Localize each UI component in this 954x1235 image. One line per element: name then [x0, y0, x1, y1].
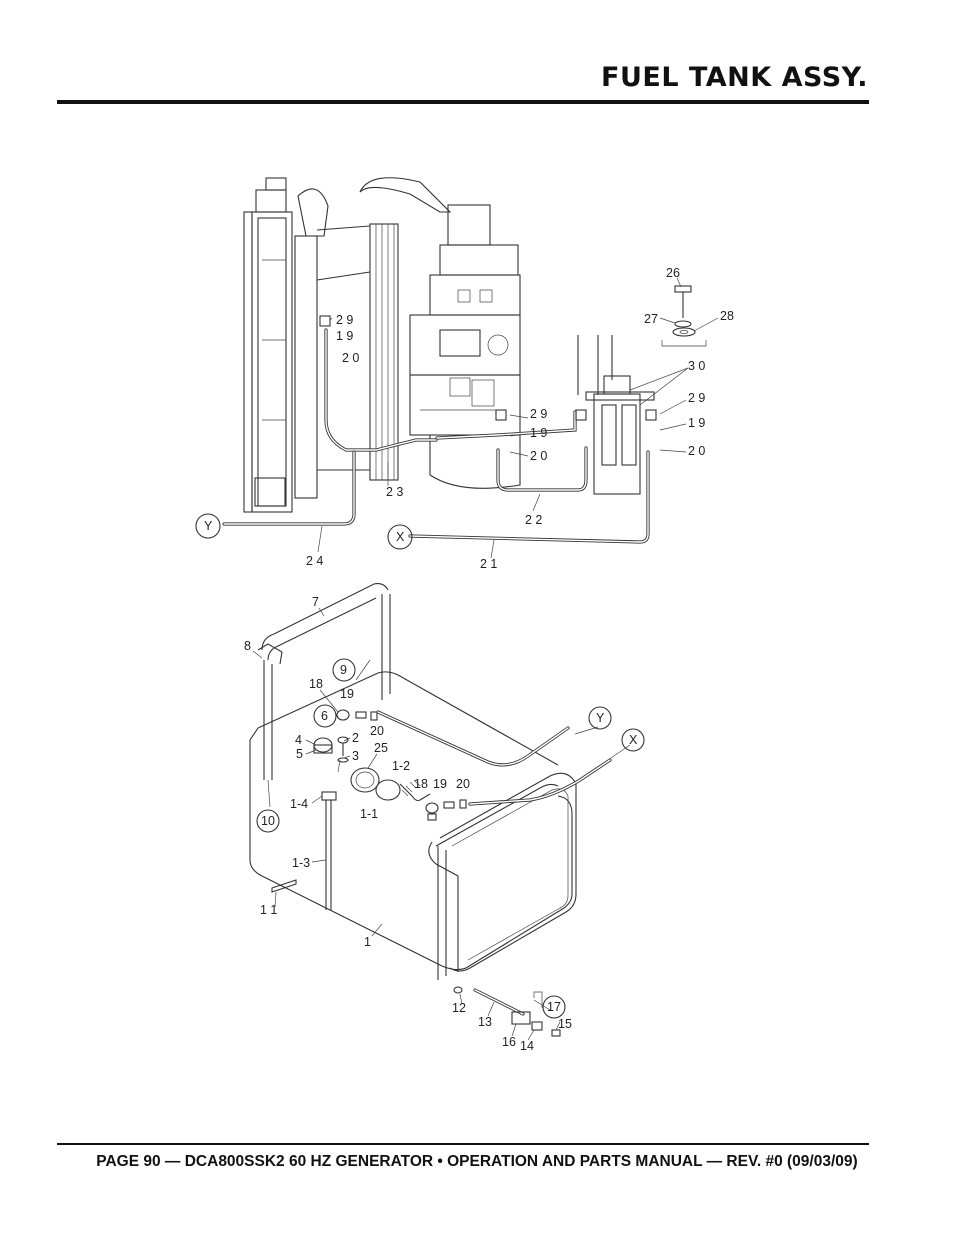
callout-9: 9: [340, 663, 347, 677]
callout-28: 28: [720, 309, 734, 323]
footer-rule: [57, 1143, 869, 1145]
callout-18-upper: 18: [309, 677, 323, 691]
callout-10: 10: [261, 814, 275, 828]
callout-8: 8: [244, 639, 251, 653]
callout-6: 6: [321, 709, 328, 723]
tank-straps: [257, 583, 559, 980]
bolt-washer-detail: [661, 285, 707, 347]
leader-lines-upper: [317, 277, 719, 559]
leader-lines-lower: [252, 607, 631, 1041]
callout-17: 17: [547, 1000, 561, 1014]
callout-7: 7: [312, 595, 319, 609]
callout-20-left: 2 0: [342, 351, 359, 365]
callout-Y-upper: Y: [204, 519, 213, 533]
fuel-filter-bracket: [577, 335, 655, 495]
callout-19-right: 1 9: [688, 416, 705, 430]
callout-15: 15: [558, 1017, 572, 1031]
callout-20-right: 2 0: [688, 444, 705, 458]
tank-fittings: [271, 709, 467, 910]
callout-26: 26: [666, 266, 680, 280]
callout-19-lower: 19: [433, 777, 447, 791]
callout-1-4: 1-4: [290, 797, 308, 811]
callout-1-1: 1-1: [360, 807, 378, 821]
callout-27: 27: [644, 312, 658, 326]
callout-11: 1 1: [260, 903, 277, 917]
callout-14: 14: [520, 1039, 534, 1053]
callout-1: 1: [364, 935, 371, 949]
callout-X-upper: X: [396, 530, 405, 544]
tank-body: [249, 671, 577, 972]
callout-23: 2 3: [386, 485, 403, 499]
callout-19-left: 1 9: [336, 329, 353, 343]
callout-4: 4: [295, 733, 302, 747]
callout-3: 3: [352, 749, 359, 763]
callout-Y-lower: Y: [596, 711, 605, 725]
callout-29-right: 2 9: [688, 391, 705, 405]
callout-1-3: 1-3: [292, 856, 310, 870]
fuel-lines-lower: [376, 710, 612, 806]
callout-1-2: 1-2: [392, 759, 410, 773]
header-rule: [57, 100, 869, 104]
callout-20-upper: 20: [370, 724, 384, 738]
callout-5: 5: [296, 747, 303, 761]
callout-12: 12: [452, 1001, 466, 1015]
fan-guard: [316, 223, 399, 481]
fuel-lines-upper: [222, 315, 657, 544]
callout-18-lower: 18: [414, 777, 428, 791]
page-footer: PAGE 90 — DCA800SSK2 60 HZ GENERATOR • O…: [96, 1153, 858, 1170]
callout-20-mid: 2 0: [530, 449, 547, 463]
callout-20-lower: 20: [456, 777, 470, 791]
callout-29-mid: 2 9: [530, 407, 547, 421]
callout-16: 16: [502, 1035, 516, 1049]
callout-29-left: 2 9: [336, 313, 353, 327]
callout-25: 25: [374, 741, 388, 755]
callout-21: 2 1: [480, 557, 497, 571]
callout-19-mid: 1 9: [530, 426, 547, 440]
radiator-assembly: [243, 177, 329, 513]
drain-assembly: [453, 986, 561, 1037]
callout-30: 3 0: [688, 359, 705, 373]
callout-2: 2: [352, 731, 359, 745]
callout-22: 2 2: [525, 513, 542, 527]
callout-13: 13: [478, 1015, 492, 1029]
callout-19-upper: 19: [340, 687, 354, 701]
callout-X-lower: X: [629, 733, 638, 747]
callout-24: 2 4: [306, 554, 323, 568]
page-title: FUEL TANK ASSY.: [601, 62, 868, 93]
